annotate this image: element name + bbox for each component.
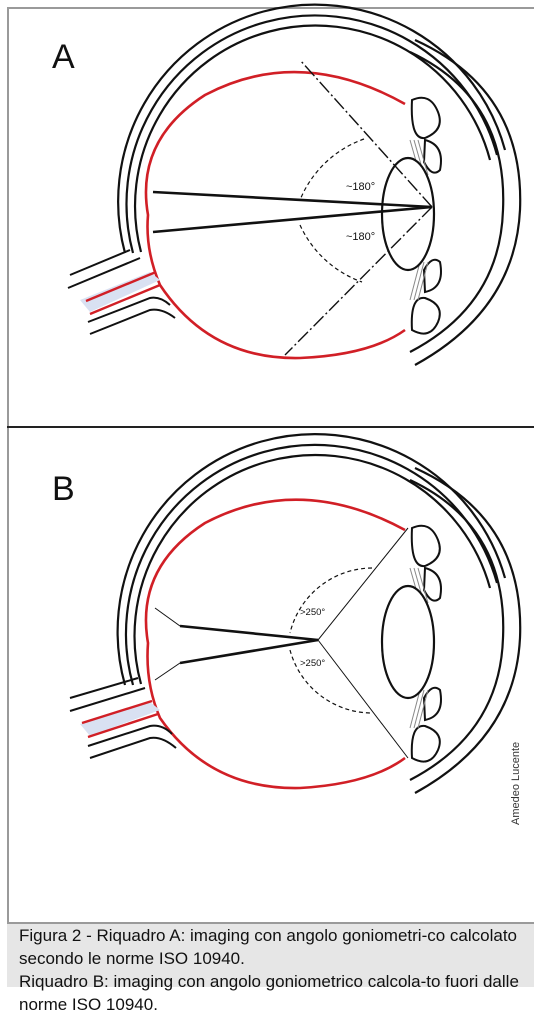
panel-b-label: B bbox=[52, 472, 75, 506]
caption-line-b: Riquadro B: imaging con angolo goniometr… bbox=[19, 971, 526, 1017]
panel-b-angle-upper-label: >250° bbox=[300, 607, 325, 618]
panel-a-label: A bbox=[52, 40, 75, 74]
image-credit: Amedeo Lucente bbox=[510, 742, 522, 825]
panel-a-angle-upper-label: ~180° bbox=[346, 181, 375, 193]
figure: ~180° ~180° bbox=[0, 0, 534, 987]
caption-line-a: Figura 2 - Riquadro A: imaging con angol… bbox=[19, 925, 526, 971]
panel-a-eye-diagram: ~180° ~180° bbox=[0, 0, 534, 428]
panel-a-angle-lower-label: ~180° bbox=[346, 231, 375, 243]
panel-b-angle-lower-label: >250° bbox=[300, 658, 325, 669]
panel-b-eye-diagram: >250° >250° bbox=[0, 428, 534, 924]
figure-caption: Figura 2 - Riquadro A: imaging con angol… bbox=[7, 924, 534, 987]
